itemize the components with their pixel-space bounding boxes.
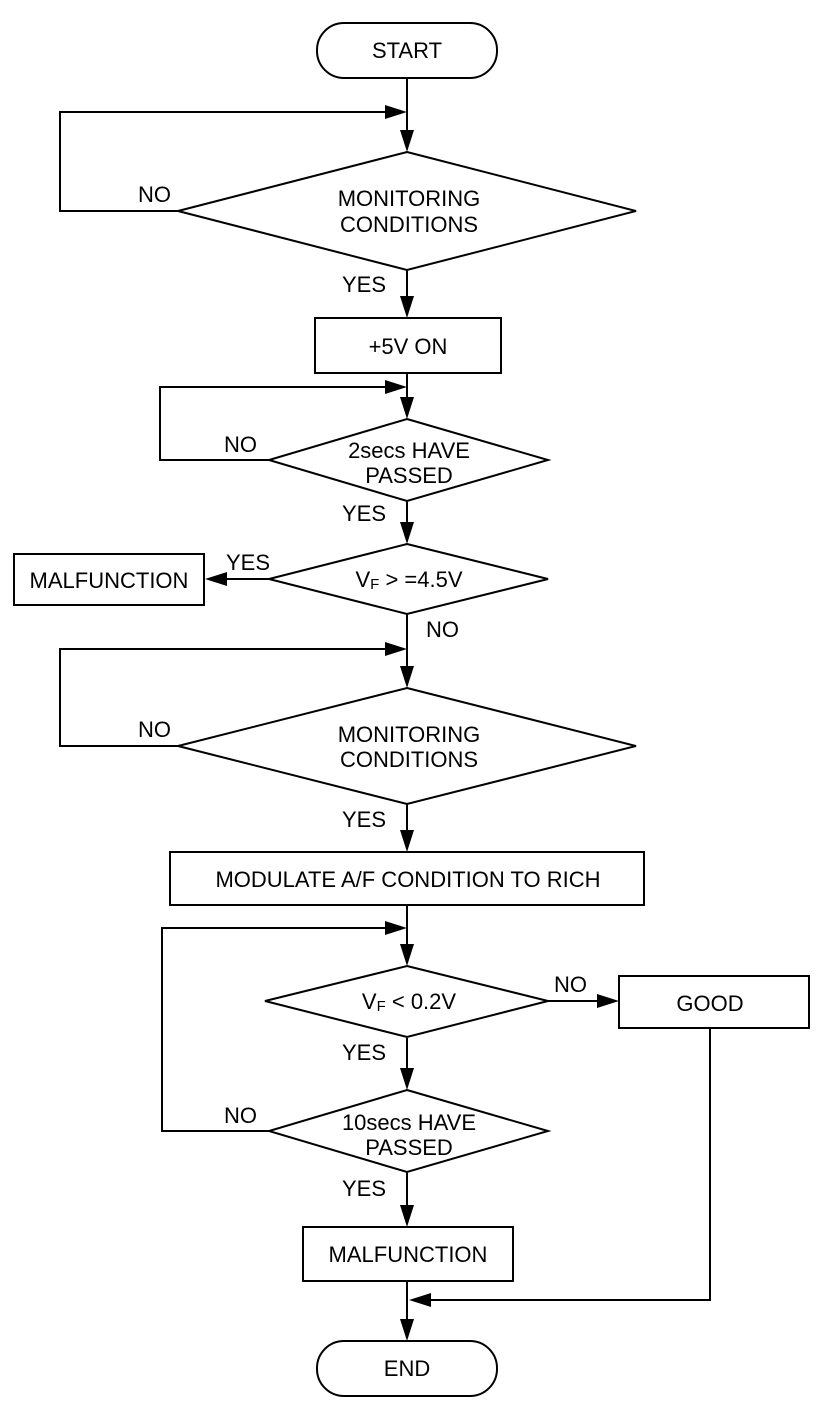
arrowhead [400, 130, 414, 152]
decision-monitoring-conditions-2: MONITORING CONDITIONS [177, 686, 637, 806]
decision-2secs-passed: 2secs HAVE PASSED [265, 417, 552, 503]
decision-vf-high: VF > =4.5V [268, 542, 549, 616]
arrowhead [400, 830, 414, 852]
decision-label-line-1: MONITORING [338, 722, 481, 747]
decision-label-line-2: PASSED [365, 1135, 453, 1160]
process-label: MALFUNCTION [30, 568, 189, 593]
arrowhead [400, 1205, 414, 1227]
branch-label-no: NO [138, 717, 171, 742]
loop-monitoring-2-no [59, 648, 395, 747]
vf-condition: > =4.5V [379, 567, 463, 592]
arrowheads [205, 105, 619, 1341]
decision-label-line-2: CONDITIONS [340, 747, 478, 772]
start-terminal: START [316, 22, 498, 79]
branch-label-yes: YES [342, 1040, 386, 1065]
end-label: END [384, 1356, 430, 1381]
branch-label-yes: YES [226, 550, 270, 575]
decision-monitoring-conditions-1: MONITORING CONDITIONS [177, 150, 637, 272]
arrowhead [400, 296, 414, 318]
end-terminal: END [316, 1340, 498, 1397]
connectors [59, 78, 711, 1330]
arrowhead [400, 397, 414, 419]
decision-label-line-1: 10secs HAVE [342, 1110, 476, 1135]
branch-label-yes: YES [342, 1176, 386, 1201]
arrowhead [597, 994, 619, 1008]
branch-label-yes: YES [342, 272, 386, 297]
malfunction-box-2: MALFUNCTION [302, 1226, 514, 1282]
branch-label-no: NO [138, 182, 171, 207]
decision-label: VF < 0.2V [362, 989, 457, 1015]
decision-label-line-1: MONITORING [338, 186, 481, 211]
malfunction-box-1: MALFUNCTION [13, 553, 205, 606]
vf-symbol: V [355, 567, 370, 592]
decision-vf-low: VF < 0.2V [264, 964, 549, 1039]
branch-label-yes: YES [342, 807, 386, 832]
process-label: MALFUNCTION [329, 1242, 488, 1267]
arrowhead [400, 1319, 414, 1341]
decision-label-line-2: PASSED [365, 463, 453, 488]
decision-label: VF > =4.5V [355, 567, 462, 593]
vf-subscript: F [377, 998, 386, 1015]
arrowhead [385, 380, 407, 394]
connector-good-to-end [426, 1028, 711, 1301]
arrowhead [385, 642, 407, 656]
vf-symbol: V [362, 989, 377, 1014]
arrowhead [409, 1293, 431, 1307]
arrowhead [400, 522, 414, 544]
loop-10secs-no [161, 927, 395, 1132]
arrowhead [385, 105, 407, 119]
loop-monitoring-1-no [59, 111, 395, 212]
branch-label-no: NO [224, 1103, 257, 1128]
branch-label-no: NO [224, 432, 257, 457]
process-label: GOOD [676, 991, 743, 1016]
vf-condition: < 0.2V [386, 989, 457, 1014]
vf-subscript: F [370, 576, 379, 593]
decision-label-line-2: CONDITIONS [340, 212, 478, 237]
arrowhead [400, 1068, 414, 1090]
arrowhead [400, 666, 414, 688]
arrowhead [205, 572, 227, 586]
process-modulate-af: MODULATE A/F CONDITION TO RICH [169, 851, 645, 906]
arrowhead [385, 921, 407, 935]
decision-10secs-passed: 10secs HAVE PASSED [265, 1088, 552, 1174]
branch-label-no: NO [554, 972, 587, 997]
process-label: +5V ON [369, 334, 448, 359]
arrowhead [400, 944, 414, 966]
process-label: MODULATE A/F CONDITION TO RICH [215, 867, 600, 892]
good-box: GOOD [618, 975, 810, 1029]
branch-labels: NO YES NO YES YES NO NO YES NO YES NO YE… [138, 182, 587, 1201]
process-power-on: +5V ON [314, 317, 502, 374]
branch-label-no: NO [426, 617, 459, 642]
start-label: START [372, 38, 442, 63]
decision-label-line-1: 2secs HAVE [348, 438, 470, 463]
branch-label-yes: YES [342, 501, 386, 526]
loop-2secs-no [159, 386, 395, 461]
